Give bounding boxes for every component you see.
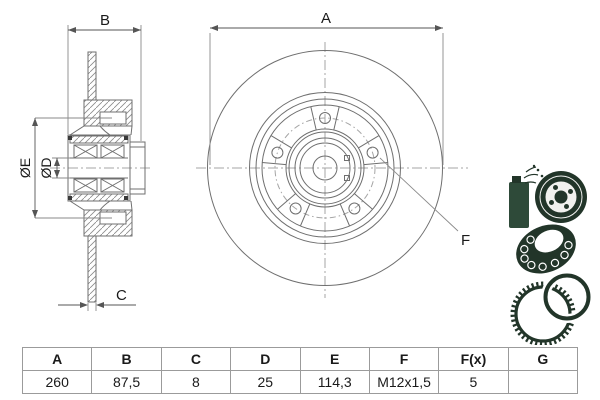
value-A: 260	[21, 370, 93, 394]
value-D: 25	[230, 370, 301, 394]
bore-outer-circle	[299, 142, 351, 194]
value-E: 114,3	[299, 370, 370, 394]
technical-drawing: B ØE ØD C	[17, 10, 593, 345]
front-view	[196, 42, 468, 298]
ball-bearing-icon	[516, 224, 576, 274]
dimension-B: B	[67, 12, 142, 141]
side-section-view	[50, 51, 152, 303]
bolt-circle-centerline	[274, 117, 376, 219]
leader-F: F	[379, 157, 470, 249]
wheel-bolt-holes	[271, 112, 379, 215]
hat-rim-circle	[255, 98, 395, 238]
col-header-G: G	[507, 347, 579, 371]
col-header-D: D	[230, 347, 301, 371]
value-C: 8	[160, 370, 232, 394]
friction-band-inner-circle	[249, 92, 401, 244]
hub-face-circle	[288, 131, 362, 205]
disc-plate-top	[87, 51, 97, 101]
axle-cylinder	[129, 141, 146, 195]
disc-outer-circle	[207, 50, 443, 286]
bore-retainer-tabs	[344, 155, 350, 181]
value-B: 87,5	[91, 370, 162, 394]
dim-label-C: C	[116, 287, 127, 304]
spec-table-header-row: A B C D E F F(x) G	[21, 347, 579, 371]
dim-label-F: F	[461, 232, 470, 249]
dimension-A: A	[209, 10, 444, 165]
dimension-D: ØD	[38, 158, 70, 179]
dim-label-B: B	[100, 12, 110, 29]
spec-table-value-row: 260 87,5 8 25 114,3 M12x1,5 5	[21, 370, 579, 394]
grease-spray-and-hub-icon	[509, 164, 587, 228]
col-header-C: C	[160, 347, 232, 371]
kit-icons	[509, 164, 593, 345]
dimension-C: C	[58, 287, 136, 311]
spoke-ring-inner-circle	[285, 128, 365, 208]
bearing-rollers	[73, 144, 125, 193]
hub-bell-bottom	[69, 200, 133, 211]
bearing-seals	[68, 136, 128, 200]
value-F: M12x1,5	[368, 370, 440, 394]
disc-plate-bottom	[87, 235, 97, 303]
dim-label-E: ØE	[17, 158, 33, 178]
col-header-A: A	[21, 347, 93, 371]
pilot-ring-circle	[294, 137, 356, 199]
hub-bell-top	[69, 125, 133, 136]
dimension-spec-table: A B C D E F F(x) G 260 87,5 8 25 114,3 M…	[21, 347, 579, 394]
dim-label-D: ØD	[38, 158, 54, 179]
col-header-E: E	[299, 347, 370, 371]
col-header-B: B	[91, 347, 162, 371]
spoke-ring-outer-circle	[261, 104, 389, 232]
bore-inner-circle	[312, 155, 338, 181]
col-header-Fx: F(x)	[438, 347, 509, 371]
col-header-F: F	[368, 347, 440, 371]
dim-label-A: A	[321, 10, 331, 27]
axle-cylinder-lines	[130, 146, 145, 190]
bearing-outer-race-bottom	[69, 193, 129, 202]
value-G	[507, 370, 579, 394]
bearing-outer-race-top	[69, 135, 129, 144]
dimension-E: ØE	[17, 117, 112, 219]
abs-tone-ring-and-seal-icon	[510, 271, 593, 345]
value-Fx: 5	[438, 370, 509, 394]
hub-spokes	[262, 106, 388, 227]
